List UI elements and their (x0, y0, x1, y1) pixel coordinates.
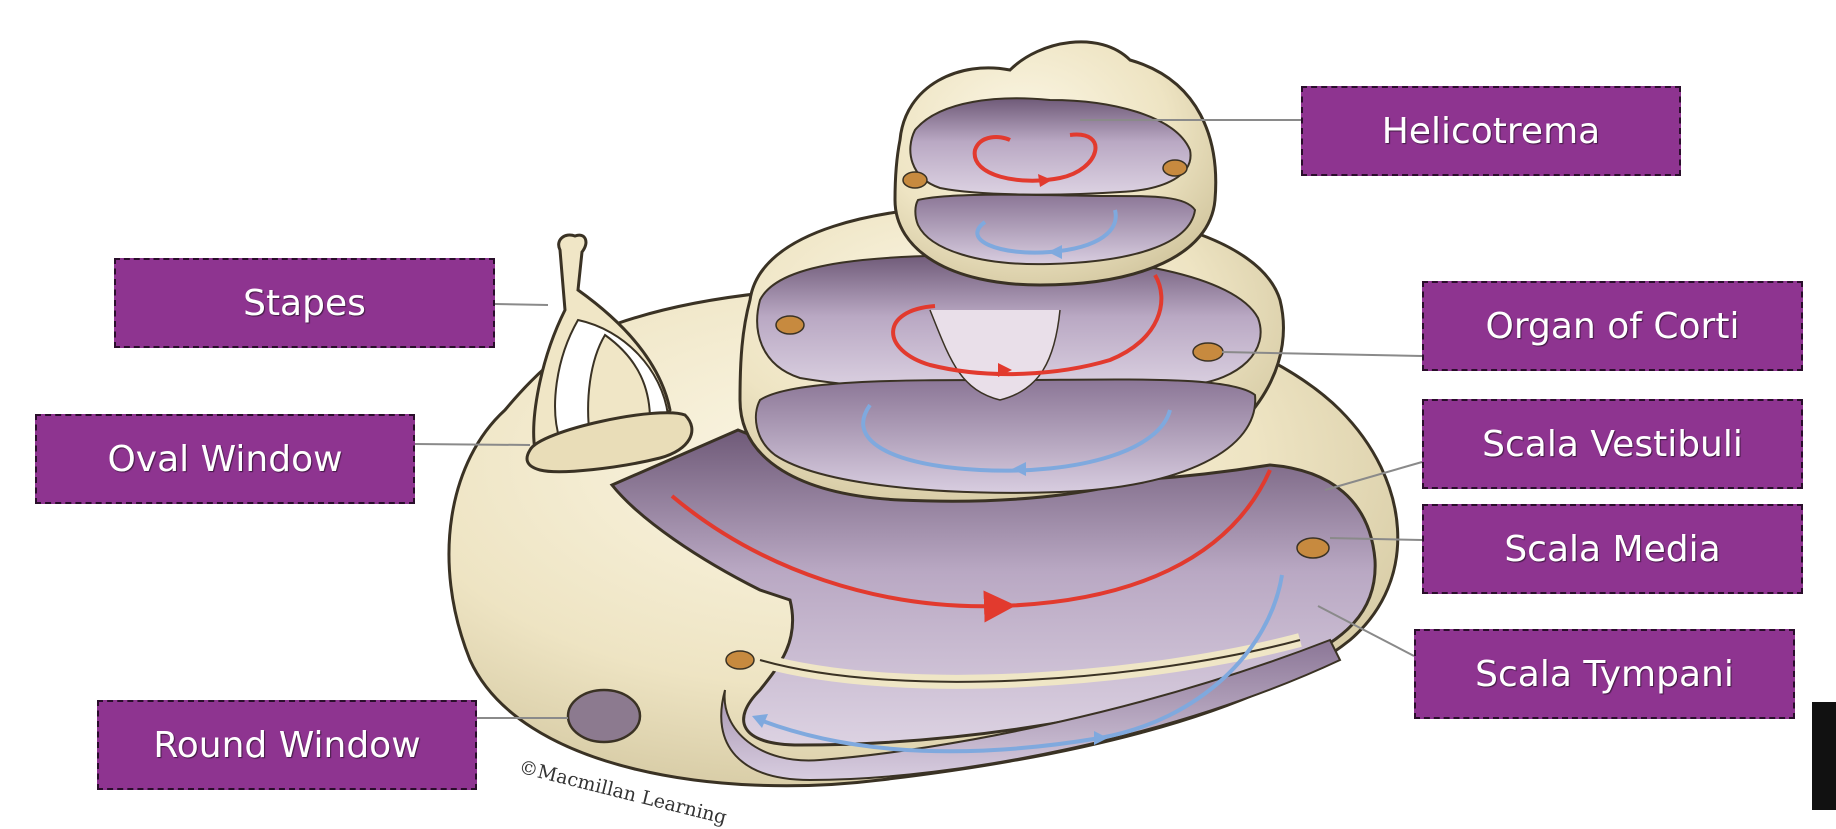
apical-turn (893, 40, 1218, 287)
label-scala-media: Scala Media (1422, 504, 1803, 594)
stapes-bone (525, 233, 694, 474)
label-helicotrema: Helicotrema (1301, 86, 1681, 176)
label-oval-window: Oval Window (35, 414, 415, 504)
leader-lines (414, 119, 1423, 719)
basal-turn (609, 428, 1377, 782)
cochlea-diagram (414, 40, 1423, 788)
label-organ-of-corti: Organ of Corti (1422, 281, 1803, 371)
label-round-window: Round Window (97, 700, 477, 790)
middle-turn (738, 203, 1285, 503)
label-scala-tympani: Scala Tympani (1414, 629, 1795, 719)
corner-block (1812, 702, 1836, 810)
label-scala-vestibuli: Scala Vestibuli (1422, 399, 1803, 489)
label-stapes: Stapes (114, 258, 495, 348)
round-window-membrane (566, 688, 642, 744)
